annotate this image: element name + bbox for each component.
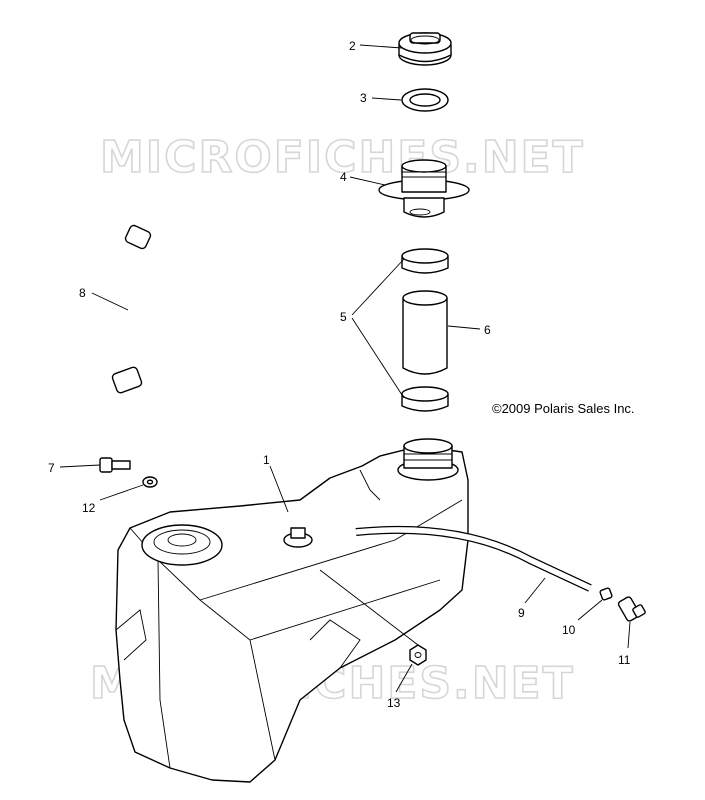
callout-6: 6 bbox=[484, 323, 491, 337]
filler-neck bbox=[378, 159, 470, 218]
leader-lines bbox=[59, 44, 631, 693]
watermark-top: MICROFICHES.NET bbox=[100, 132, 585, 183]
cap-seal-ring bbox=[401, 88, 449, 112]
callout-3: 3 bbox=[360, 91, 367, 105]
callout-1: 1 bbox=[263, 453, 270, 467]
rollover-valve bbox=[617, 596, 646, 622]
fuel-cap bbox=[398, 32, 452, 66]
hose-clamp-upper bbox=[401, 248, 449, 274]
callout-8: 8 bbox=[79, 286, 86, 300]
callout-11: 11 bbox=[618, 653, 631, 667]
fuel-tank bbox=[115, 438, 469, 783]
bolt bbox=[99, 457, 131, 473]
vent-line bbox=[111, 224, 152, 394]
hose-clamp-lower bbox=[401, 386, 449, 412]
callout-5: 5 bbox=[340, 310, 347, 324]
callout-7: 7 bbox=[48, 461, 55, 475]
callout-13: 13 bbox=[387, 696, 401, 710]
nut bbox=[409, 644, 427, 666]
callout-10: 10 bbox=[562, 623, 576, 637]
callout-9: 9 bbox=[518, 606, 525, 620]
callout-2: 2 bbox=[349, 39, 356, 53]
callout-4: 4 bbox=[340, 170, 347, 184]
vent-hose bbox=[355, 525, 592, 592]
fitting bbox=[599, 587, 613, 601]
copyright-notice: ©2009 Polaris Sales Inc. bbox=[492, 401, 635, 416]
washer bbox=[142, 476, 158, 488]
callout-12: 12 bbox=[82, 501, 96, 515]
filler-hose bbox=[402, 290, 448, 375]
callout-labels: 1 2 3 4 5 6 7 8 9 10 11 12 13 bbox=[48, 39, 631, 710]
